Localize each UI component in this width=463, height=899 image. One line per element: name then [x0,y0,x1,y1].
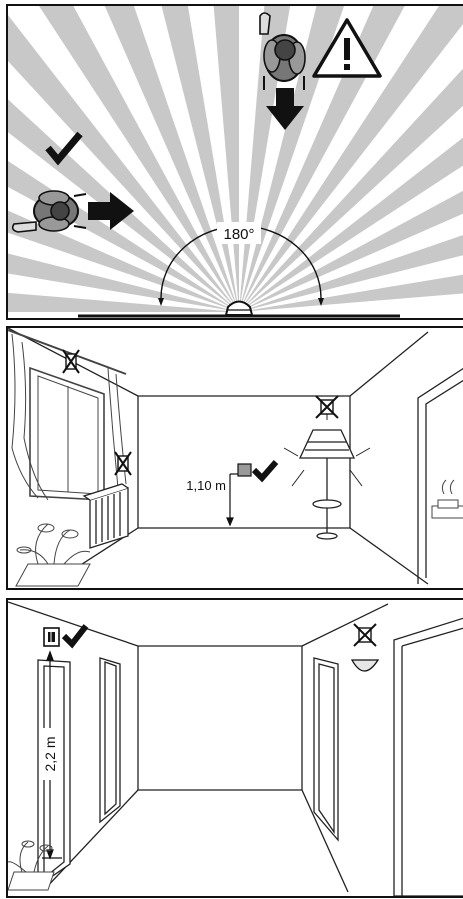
not-allowed-icon [115,452,131,475]
room-illustration: 1,10 m [8,328,463,588]
height-label: 1,10 m [186,478,226,493]
checkmark-icon [64,626,86,644]
door-icon [100,658,120,822]
angle-label: 180° [223,226,254,243]
sensor-box-icon [238,464,251,476]
person-moving-across-icon [13,191,86,232]
ceiling-edge-right [350,332,428,396]
door-icon [314,658,338,840]
arc-arrowhead-left [158,298,164,306]
wall-switch-icon [44,628,59,646]
mounting-height-hallway-panel: 2,2 m [6,598,463,898]
mounting-height-room-panel: 1,10 m [6,326,463,590]
plant-icon [16,524,90,586]
ceiling-sensor-icon [352,660,378,671]
not-allowed-icon [354,624,376,646]
doorway [418,368,463,584]
height-label: 2,2 m [42,736,58,771]
detection-angle-illustration: 180° [8,6,463,318]
not-allowed-icon [63,350,79,373]
floor-lamp-icon [284,414,370,539]
floor-edge-right [350,528,428,584]
detection-rays [8,6,463,312]
detection-angle-panel: 180° [6,4,463,320]
checkmark-icon [254,462,276,478]
door-icon [394,618,463,896]
height-dimension [227,474,238,525]
hallway-illustration: 2,2 m [8,600,463,896]
radiator-icon [84,484,128,548]
stove-pot-icon [432,480,463,518]
